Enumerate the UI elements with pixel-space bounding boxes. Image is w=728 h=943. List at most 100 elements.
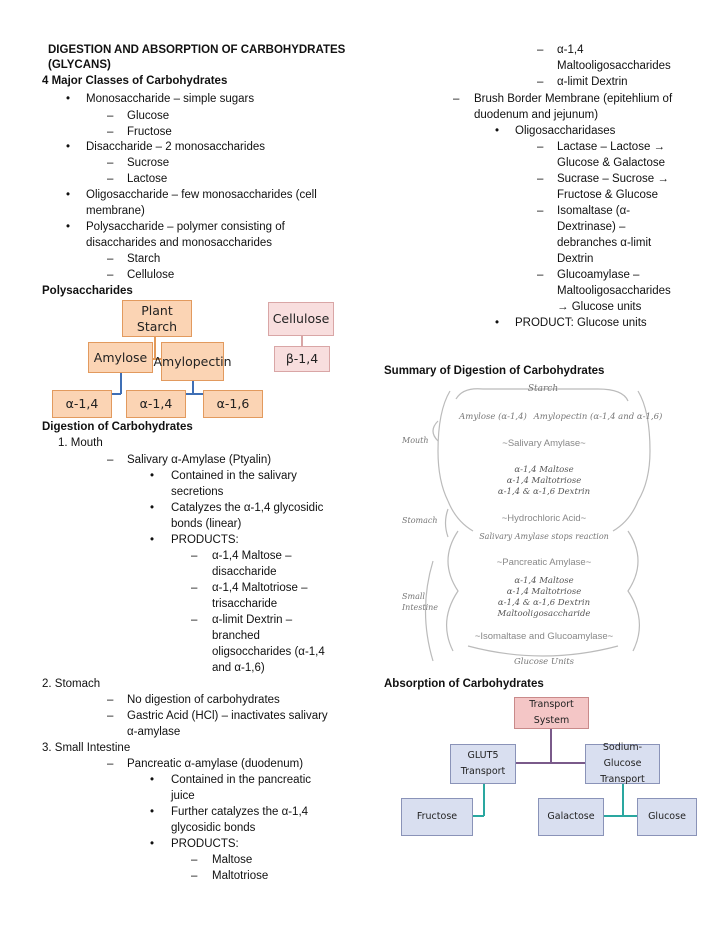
absorption-heading: Absorption of Carbohydrates xyxy=(384,678,544,690)
summary-intestine-label: Intestine xyxy=(401,603,438,612)
list-item: Maltotriose xyxy=(212,870,269,882)
bullet: • xyxy=(150,502,155,514)
list-item: Salivary α-Amylase (Ptyalin) xyxy=(127,454,272,466)
beta14-node: β-1,4 xyxy=(274,346,330,372)
list-item: No digestion of carbohydrates xyxy=(127,694,280,706)
dash: – xyxy=(191,550,198,562)
bullet: • xyxy=(150,534,155,546)
dash: – xyxy=(191,870,198,882)
list-item: Oligosaccharidases xyxy=(515,125,616,137)
list-item-cont: trisaccharide xyxy=(212,598,278,610)
list-item: PRODUCTS: xyxy=(171,534,239,546)
list-item: Contained in the salivary xyxy=(171,470,297,482)
summary-heading: Summary of Digestion of Carbohydrates xyxy=(384,365,605,377)
list-item: Fructose xyxy=(127,126,172,138)
dash: – xyxy=(107,694,114,706)
list-item: α-limit Dextrin xyxy=(557,76,628,88)
dash: – xyxy=(453,93,460,105)
dash: – xyxy=(107,157,114,169)
dash: – xyxy=(537,205,544,217)
summary-isomaltase: ~Isomaltase and Glucoamylase~ xyxy=(475,631,614,642)
list-item: Sucrase – Sucrose → xyxy=(557,173,669,185)
summary-small-label: Small xyxy=(402,592,425,601)
summary-stomach-label: Stomach xyxy=(402,516,438,525)
list-item: Gastric Acid (HCl) – inactivates salivar… xyxy=(127,710,328,722)
list-item: Catalyzes the α-1,4 glycosidic xyxy=(171,502,324,514)
alpha16-node: α-1,6 xyxy=(203,390,263,418)
list-item: α-limit Dextrin – xyxy=(212,614,293,626)
digestion-heading: Digestion of Carbohydrates xyxy=(42,421,193,433)
list-item-cont: disaccharide xyxy=(212,566,277,578)
list-item: Sucrose xyxy=(127,157,170,169)
bullet: • xyxy=(150,806,155,818)
polysaccharides-heading: Polysaccharides xyxy=(42,285,133,297)
summary-maltose: α-1,4 Maltose xyxy=(514,465,573,475)
list-item: Monosaccharide – simple sugars xyxy=(86,93,255,105)
list-item: Lactose xyxy=(127,173,168,185)
dash: – xyxy=(107,126,114,138)
amylopectin-node: Amylopectin xyxy=(153,342,232,381)
list-item-cont: oligsoccharides (α-1,4 xyxy=(212,646,325,658)
classes-heading: 4 Major Classes of Carbohydrates xyxy=(42,75,228,87)
summary-s-dextrin: α-1,4 & α-1,6 Dextrin xyxy=(498,598,590,608)
bullet: • xyxy=(150,838,155,850)
summary-hcl: ~Hydrochloric Acid~ xyxy=(502,513,587,524)
list-item: Cellulose xyxy=(127,269,175,281)
bullet: • xyxy=(495,317,500,329)
dash: – xyxy=(107,173,114,185)
document-title: DIGESTION AND ABSORPTION OF CARBOHYDRATE… xyxy=(48,44,346,56)
dash: – xyxy=(537,141,544,153)
list-item: α-1,4 xyxy=(557,44,584,56)
dash: – xyxy=(537,44,544,56)
summary-amylopectin: Amylopectin (α-1,4 and α-1,6) xyxy=(533,411,663,422)
list-item-cont: Maltooligosaccharides xyxy=(557,60,671,72)
summary-s-maltooligo: Maltooligosaccharide xyxy=(497,609,591,619)
transport-system-node: Transport System xyxy=(514,697,589,729)
list-item-cont: membrane) xyxy=(86,205,145,217)
list-item: Glucoamylase – xyxy=(557,269,640,281)
cellulose-node: Cellulose xyxy=(268,302,334,336)
dash: – xyxy=(107,758,114,770)
summary-maltotriose: α-1,4 Maltotriose xyxy=(507,476,582,486)
list-item-cont: α-amylase xyxy=(127,726,181,738)
dash: – xyxy=(537,76,544,88)
summary-salivary: ~Salivary Amylase~ xyxy=(502,438,586,449)
section-mouth: 1. Mouth xyxy=(58,437,103,449)
list-item-cont: duodenum and jejunum) xyxy=(474,109,599,121)
dash: – xyxy=(191,582,198,594)
bullet: • xyxy=(66,93,71,105)
bullet: • xyxy=(66,221,71,233)
list-item: Isomaltase (α- xyxy=(557,205,631,217)
list-item: Oligosaccharide – few monosaccharides (c… xyxy=(86,189,317,201)
list-item: Disaccharide – 2 monosaccharides xyxy=(86,141,265,153)
list-item-cont: Fructose & Glucose xyxy=(557,189,658,201)
dash: – xyxy=(107,110,114,122)
alpha14-node: α-1,4 xyxy=(126,390,186,418)
bullet: • xyxy=(495,125,500,137)
alpha14-node: α-1,4 xyxy=(52,390,112,418)
list-item-cont: and α-1,6) xyxy=(212,662,265,674)
summary-stops: Salivary Amylase stops reaction xyxy=(479,532,609,541)
list-item-cont: secretions xyxy=(171,486,224,498)
list-item: α-1,4 Maltotriose – xyxy=(212,582,308,594)
galactose-node: Galactose xyxy=(538,798,604,836)
list-item-cont: bonds (linear) xyxy=(171,518,242,530)
summary-s-maltotriose: α-1,4 Maltotriose xyxy=(507,587,582,597)
list-item: Polysaccharide – polymer consisting of xyxy=(86,221,285,233)
list-item-cont: Maltooligosaccharides xyxy=(557,285,671,297)
list-item-cont: → Glucose units xyxy=(557,301,642,313)
document-subtitle: (GLYCANS) xyxy=(48,59,111,71)
dash: – xyxy=(107,710,114,722)
list-item: Brush Border Membrane (epitehlium of xyxy=(474,93,673,105)
list-item-cont: glycosidic bonds xyxy=(171,822,256,834)
dash: – xyxy=(537,173,544,185)
bullet: • xyxy=(150,774,155,786)
summary-mouth-label: Mouth xyxy=(401,436,429,445)
list-item-cont: juice xyxy=(171,790,195,802)
list-item: PRODUCT: Glucose units xyxy=(515,317,647,329)
summary-diagram: Starch Amylose (α-1,4) Amylopectin (α-1,… xyxy=(401,384,663,667)
list-item: Starch xyxy=(127,253,161,265)
dash: – xyxy=(107,454,114,466)
glucose-node: Glucose xyxy=(637,798,697,836)
